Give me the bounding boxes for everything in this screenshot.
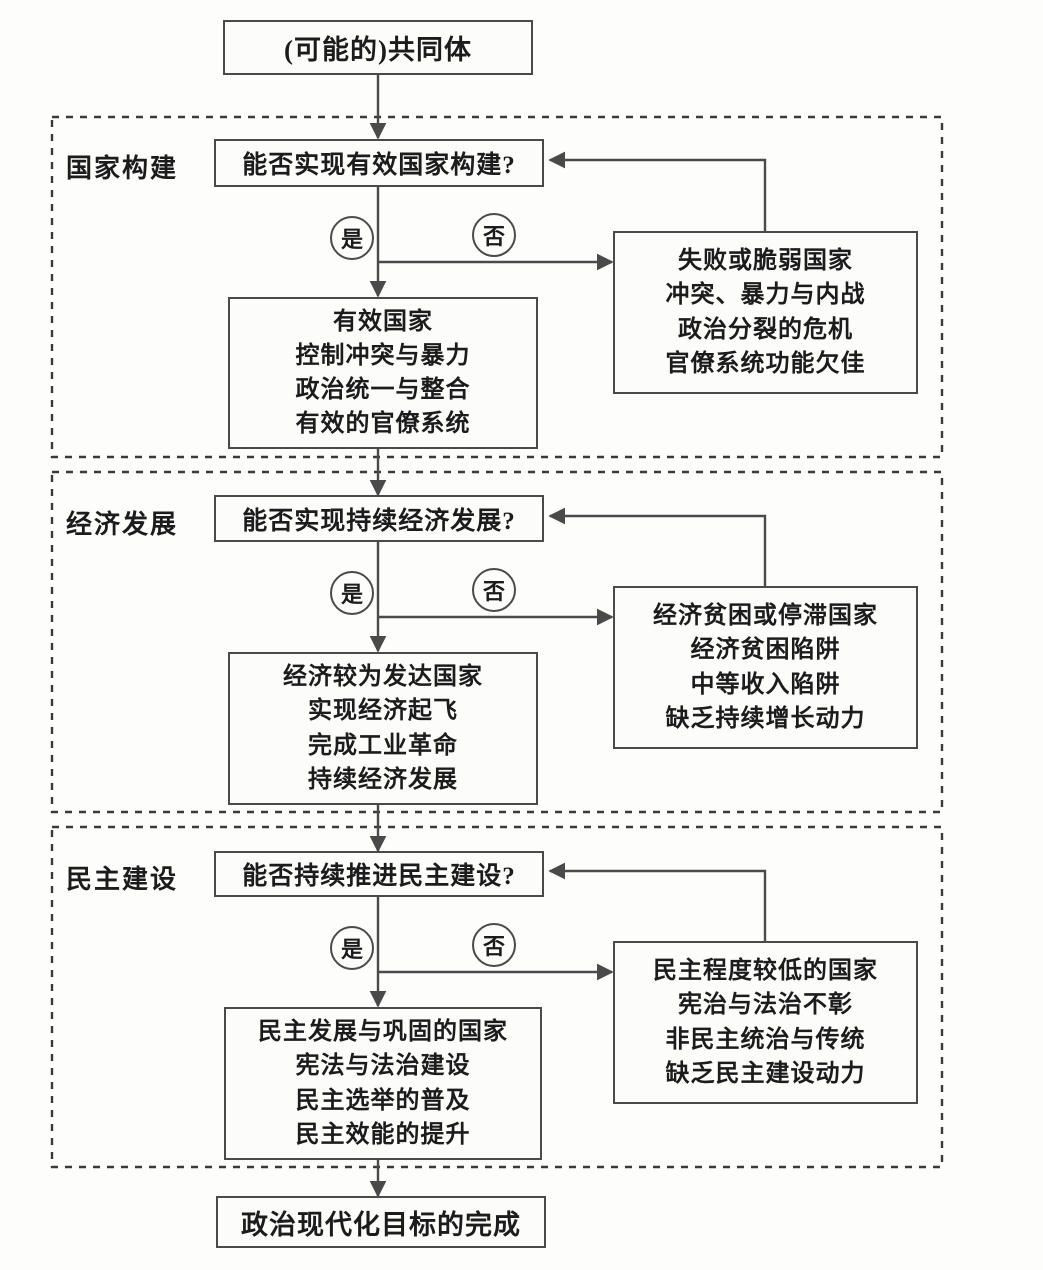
branch-badge-yes-state-building-label: 是: [340, 227, 363, 252]
branch-badge-yes-democratic-construction-label: 是: [340, 937, 363, 962]
outcome-line: 控制冲突与暴力: [295, 342, 471, 369]
outcome-node-developed-economy: 经济较为发达国家 实现经济起飞 完成工业革命 持续经济发展: [228, 652, 538, 805]
branch-badge-no-democratic-construction-label: 否: [482, 934, 505, 959]
outcome-line: 有效国家: [333, 308, 433, 335]
decision-node-economic-development-label: 能否实现持续经济发展?: [242, 507, 516, 535]
outcome-line: 非民主统治与传统: [665, 1026, 866, 1053]
branch-badge-yes-state-building: 是: [330, 216, 374, 260]
outcome-line: 缺乏持续增长动力: [665, 705, 866, 732]
branch-badge-no-state-building: 否: [472, 213, 516, 257]
outcome-line: 完成工业革命: [308, 732, 458, 759]
branch-badge-no-economic-development: 否: [472, 568, 516, 612]
outcome-line: 民主发展与巩固的国家: [258, 1019, 508, 1046]
branch-badge-no-economic-development-label: 否: [482, 579, 505, 604]
outcome-line: 官僚系统功能欠佳: [665, 350, 866, 377]
outcome-node-effective-state: 有效国家 控制冲突与暴力 政治统一与整合 有效的官僚系统: [228, 297, 538, 449]
outcome-line: 经济贫困陷阱: [690, 637, 841, 664]
outcome-line: 实现经济起飞: [308, 698, 458, 725]
outcome-node-failed-state: 失败或脆弱国家 冲突、暴力与内战 政治分裂的危机 官僚系统功能欠佳: [613, 231, 918, 394]
outcome-line: 失败或脆弱国家: [678, 248, 853, 275]
section-label-democratic-construction: 民主建设: [66, 865, 179, 894]
connector-feedback-loop-3: [548, 862, 767, 941]
final-goal-node-label: 政治现代化目标的完成: [241, 1209, 521, 1240]
outcome-line: 有效的官僚系统: [295, 411, 471, 438]
outcome-line: 民主选举的普及: [295, 1087, 471, 1114]
outcome-line: 宪治与法治不彰: [678, 992, 853, 1019]
branch-badge-yes-economic-development-label: 是: [340, 582, 363, 607]
outcome-node-stagnant-economy: 经济贫困或停滞国家 经济贫困陷阱 中等收入陷阱 缺乏持续增长动力: [613, 586, 918, 749]
outcome-line: 民主效能的提升: [295, 1121, 471, 1148]
outcome-line: 中等收入陷阱: [690, 671, 841, 698]
connector-feedback-loop-1: [548, 151, 767, 231]
decision-node-economic-development[interactable]: 能否实现持续经济发展?: [214, 495, 544, 542]
outcome-line: 经济较为发达国家: [283, 664, 483, 691]
outcome-line: 冲突、暴力与内战: [665, 282, 866, 309]
final-goal-node: 政治现代化目标的完成: [216, 1196, 546, 1248]
outcome-line: 政治统一与整合: [295, 377, 471, 403]
outcome-line: 经济贫困或停滞国家: [653, 603, 878, 630]
branch-badge-yes-economic-development: 是: [330, 571, 374, 615]
section-label-state-building: 国家构建: [66, 154, 179, 183]
branch-badge-yes-democratic-construction: 是: [330, 926, 374, 970]
decision-node-democratic-construction-label: 能否持续推进民主建设?: [242, 863, 516, 890]
outcome-line: 缺乏民主建设动力: [665, 1060, 866, 1087]
community-node-label: (可能的)共同体: [284, 35, 472, 65]
decision-node-democratic-construction[interactable]: 能否持续推进民主建设?: [214, 851, 544, 897]
outcome-node-low-democracy: 民主程度较低的国家 宪治与法治不彰 非民主统治与传统 缺乏民主建设动力: [613, 941, 918, 1104]
outcome-line: 政治分裂的危机: [678, 316, 853, 343]
outcome-line: 民主程度较低的国家: [653, 958, 878, 985]
outcome-line: 宪法与法治建设: [295, 1053, 471, 1080]
branch-badge-no-democratic-construction: 否: [472, 923, 516, 967]
decision-node-state-building[interactable]: 能否实现有效国家构建?: [214, 139, 544, 187]
section-label-economic-development: 经济发展: [66, 510, 179, 539]
outcome-line: 持续经济发展: [308, 766, 458, 793]
decision-node-state-building-label: 能否实现有效国家构建?: [242, 152, 516, 179]
branch-badge-no-state-building-label: 否: [482, 224, 505, 249]
community-node: (可能的)共同体: [223, 20, 533, 75]
outcome-node-consolidated-democracy: 民主发展与巩固的国家 宪法与法治建设 民主选举的普及 民主效能的提升: [224, 1007, 542, 1160]
connector-feedback-loop-2: [548, 507, 767, 586]
